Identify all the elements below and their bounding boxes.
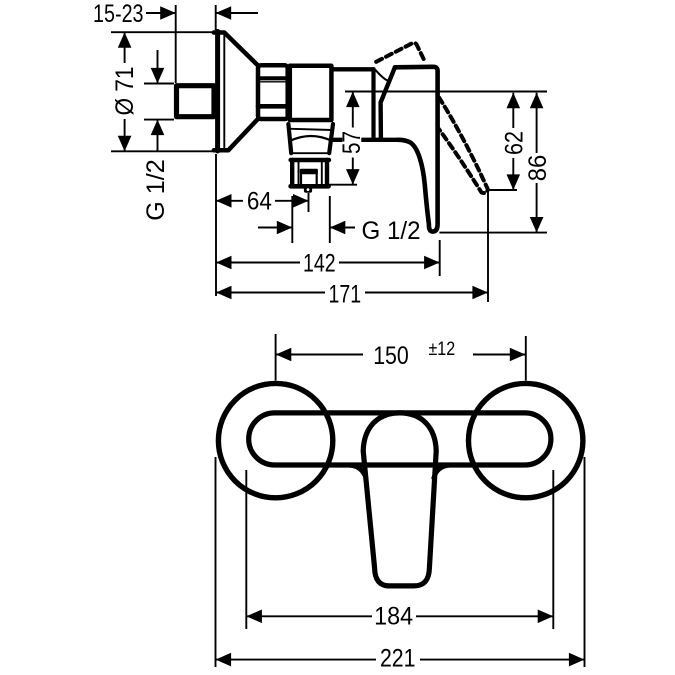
svg-text:±12: ±12: [428, 338, 455, 360]
svg-text:184: 184: [374, 603, 413, 631]
svg-text:62: 62: [501, 131, 529, 155]
svg-text:G 1/2: G 1/2: [362, 217, 421, 245]
svg-text:86: 86: [524, 155, 552, 182]
svg-text:171: 171: [329, 280, 362, 308]
svg-text:221: 221: [380, 645, 416, 673]
svg-text:15-23: 15-23: [93, 0, 144, 28]
svg-text:Ø 71: Ø 71: [111, 67, 139, 116]
svg-text:64: 64: [247, 187, 272, 215]
svg-text:G 1/2: G 1/2: [142, 159, 170, 221]
svg-text:142: 142: [303, 250, 336, 278]
svg-text:150: 150: [373, 342, 409, 370]
svg-text:57: 57: [338, 131, 366, 154]
